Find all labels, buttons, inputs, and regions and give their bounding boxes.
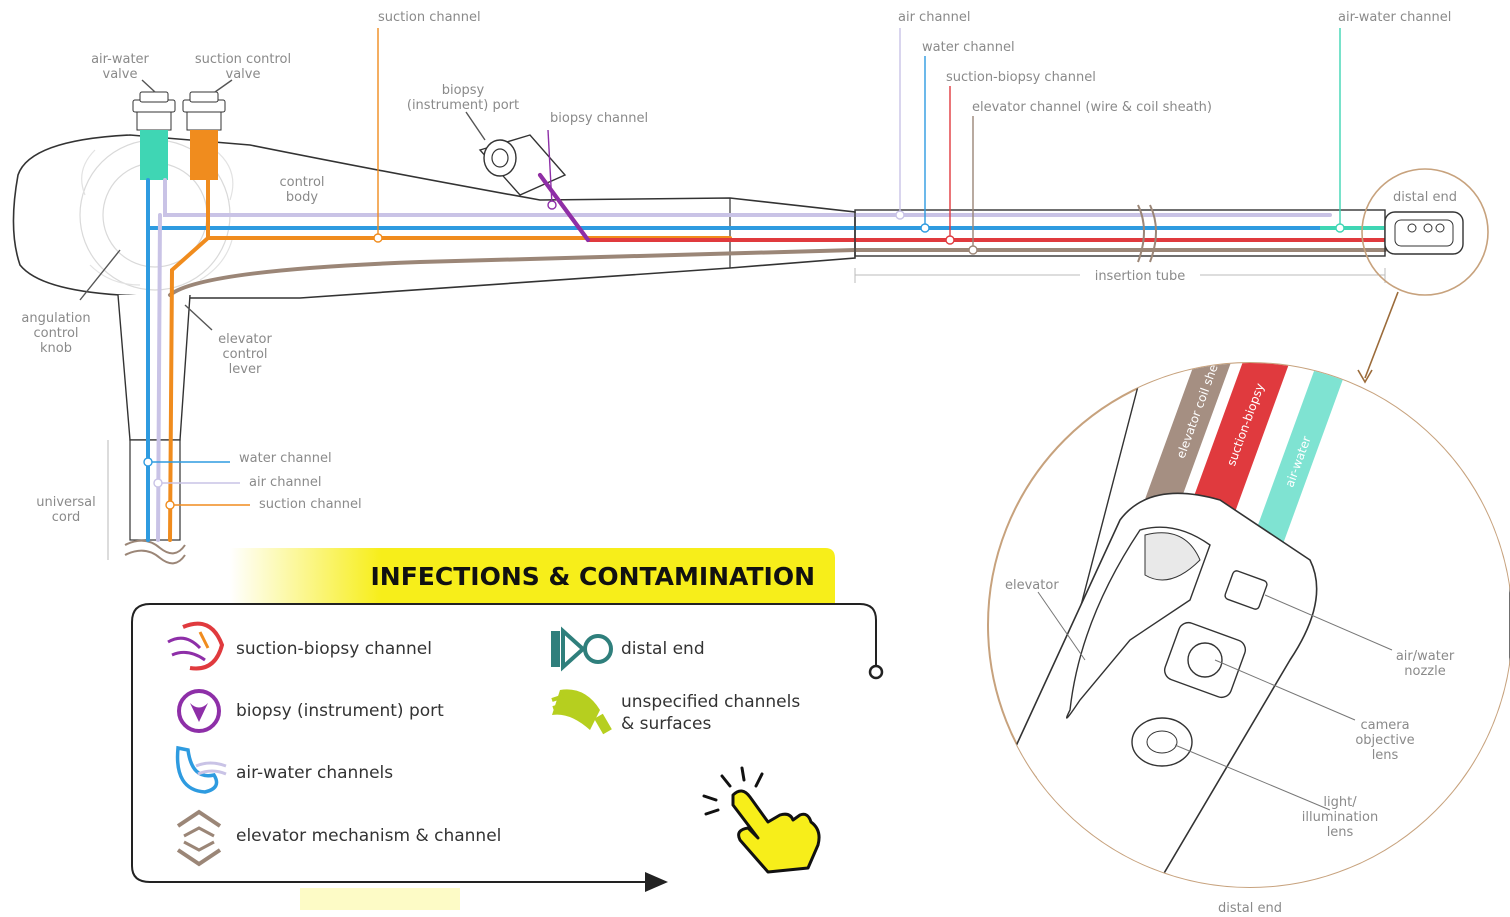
label-air-channel-cord: air channel [249, 475, 322, 490]
control-handle [13, 92, 855, 563]
pointing-hand-icon[interactable] [704, 768, 819, 872]
distal-end-detail: elevator coil sheath suction-biopsy air-… [988, 310, 1510, 917]
banner-title: INFECTIONS & CONTAMINATION [371, 562, 816, 591]
air-water-icon [178, 748, 226, 792]
detail-label-elevator: elevator [1005, 578, 1059, 593]
infections-banner[interactable]: INFECTIONS & CONTAMINATION [230, 548, 835, 604]
label-water-channel-cord: water channel [239, 451, 332, 466]
legend-label-air-water: air-water channels [236, 763, 393, 783]
label-distal-end-top: distal end [1393, 190, 1457, 205]
legend-item-elevator[interactable]: elevator mechanism & channel [178, 812, 501, 864]
label-air-water-channel-top: air-water channel [1338, 10, 1451, 25]
suction-biopsy-icon [168, 624, 222, 669]
legend-label-elevator: elevator mechanism & channel [236, 826, 501, 846]
label-elevator-channel-top: elevator channel (wire & coil sheath) [972, 100, 1212, 115]
biopsy-port [480, 135, 565, 195]
label-air-channel-top: air channel [898, 10, 971, 25]
legend-item-distal-end[interactable]: distal end [551, 631, 705, 667]
label-suction-channel-cord: suction channel [259, 497, 362, 512]
legend-item-unspecified[interactable]: unspecified channels& surfaces [552, 689, 800, 734]
detail-label-distal-end: distal end [1218, 901, 1282, 916]
distal-end-icon [551, 631, 611, 667]
elevator-icon [178, 812, 220, 864]
label-biopsy-port: biopsy(instrument) port [407, 83, 519, 113]
legend-item-suction-biopsy[interactable]: suction-biopsy channel [168, 624, 432, 669]
legend-label-distal-end: distal end [621, 639, 705, 659]
legend-item-air-water[interactable]: air-water channels [178, 748, 394, 792]
label-water-channel-top: water channel [922, 40, 1015, 55]
label-suction-channel-top: suction channel [378, 10, 481, 25]
legend-label-unspecified: unspecified channels& surfaces [621, 692, 800, 734]
legend-label-biopsy-port: biopsy (instrument) port [236, 701, 444, 721]
label-suction-biopsy-top: suction-biopsy channel [946, 70, 1096, 85]
unspecified-icon [552, 689, 612, 734]
label-biopsy-channel: biopsy channel [550, 111, 648, 126]
legend-label-suction-biopsy: suction-biopsy channel [236, 639, 432, 659]
biopsy-port-icon [179, 691, 219, 731]
distal-tip [1385, 212, 1463, 254]
insertion-tube-label: insertion tube [1095, 269, 1186, 284]
legend-item-biopsy-port[interactable]: biopsy (instrument) port [179, 691, 444, 731]
